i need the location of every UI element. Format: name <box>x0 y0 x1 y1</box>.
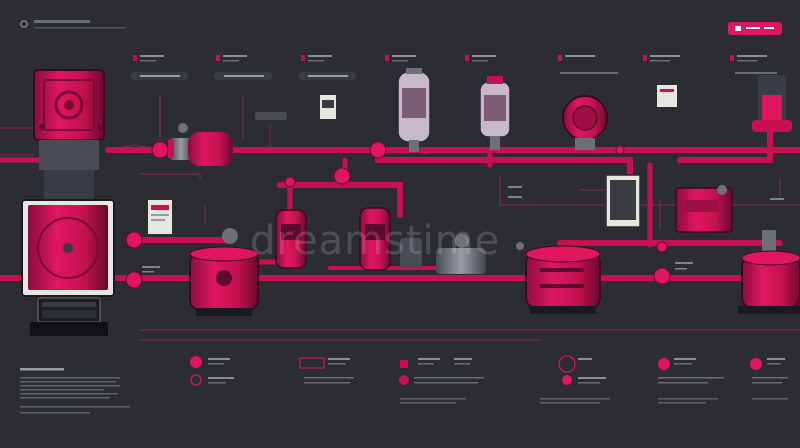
right-tower <box>752 75 792 132</box>
control-console <box>21 199 115 336</box>
title-bar <box>34 20 90 23</box>
subtitle-bar <box>34 27 126 29</box>
top-label-8 <box>730 55 777 74</box>
info-card-center <box>320 95 336 119</box>
legend-item-5 <box>658 358 724 404</box>
indicator-panel <box>255 112 287 120</box>
info-card-left <box>148 200 172 234</box>
legend-item-3 <box>399 358 484 404</box>
watermark: dreamstime <box>250 218 500 264</box>
canister-1 <box>397 68 431 152</box>
side-labels <box>142 186 784 273</box>
legend-item-6 <box>750 358 788 400</box>
top-labels <box>130 55 777 80</box>
gear-icon <box>20 20 28 28</box>
menu-icon <box>735 26 741 31</box>
top-label-3 <box>298 55 356 80</box>
legend-item-4 <box>540 355 610 404</box>
top-label-1 <box>130 55 188 80</box>
bottom-legend <box>20 355 788 414</box>
header <box>20 20 782 35</box>
reactor-2 <box>525 245 601 314</box>
compressor-unit <box>400 234 524 274</box>
top-label-4 <box>385 55 416 62</box>
motor-unit <box>675 185 776 254</box>
top-label-7 <box>643 55 680 62</box>
reactor-1 <box>189 228 259 316</box>
valve-wheel-icon <box>222 228 238 244</box>
canister-2 <box>479 76 511 150</box>
top-label-2 <box>214 55 272 80</box>
info-card-right <box>657 85 677 107</box>
header-button[interactable] <box>728 22 782 35</box>
gauge-pump <box>562 95 608 150</box>
top-label-6 <box>558 55 618 74</box>
filter-cabinet <box>605 174 641 228</box>
valve-assembly <box>168 123 233 166</box>
reactor-3 <box>738 250 800 314</box>
legend-item-1 <box>190 356 234 386</box>
legend-paragraph-left <box>20 377 130 414</box>
top-label-5 <box>465 55 496 62</box>
dial-icon <box>63 243 73 253</box>
signal-wires <box>0 95 800 341</box>
bottom-heading <box>20 368 64 371</box>
tank-small-1 <box>275 209 307 269</box>
tank-small-2 <box>359 207 391 271</box>
control-unit-top <box>33 69 105 200</box>
legend-item-2 <box>299 357 354 384</box>
